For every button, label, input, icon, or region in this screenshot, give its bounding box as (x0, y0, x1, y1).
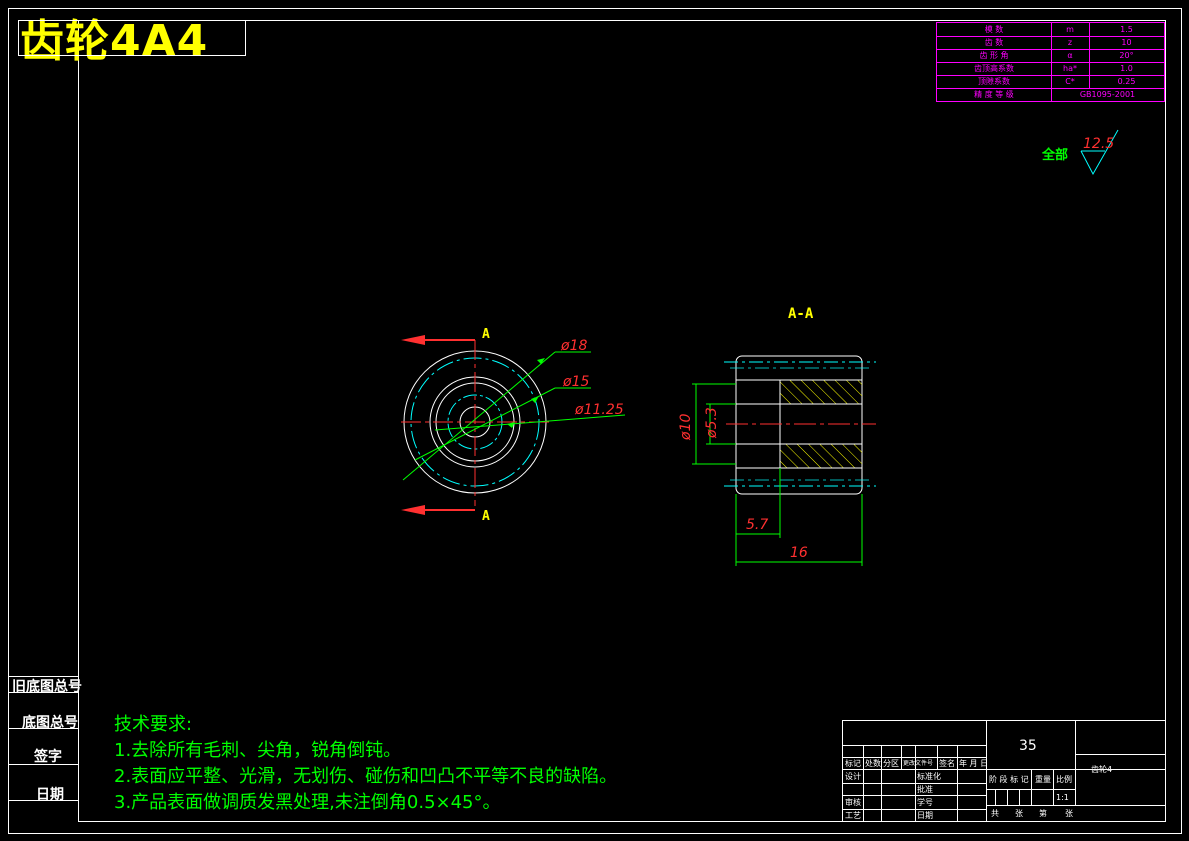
param-name: 齿 数 (984, 38, 1004, 47)
side-divider (8, 800, 78, 802)
rev-header: 处数 (865, 759, 881, 768)
role-label: 标准化 (917, 772, 941, 781)
side-divider (8, 692, 78, 711)
drawing-title: 齿轮4A4 (20, 16, 209, 67)
roughness-label: 全部 (1042, 148, 1069, 163)
section-view: ø10 ø5.3 5.7 16 (678, 355, 876, 566)
side-label-date: 日期 (36, 787, 64, 803)
drawing-border (8, 8, 1182, 834)
stage-header: 阶 段 标 记 (989, 775, 1029, 784)
tech-item: 3.产品表面做调质发黑处理,未注倒角0.5×45°。 (114, 792, 501, 813)
section-letter-top: A (482, 327, 490, 342)
param-name: 齿顶高系数 (974, 64, 1014, 73)
side-label-old-drawing-no: 旧底图总号 (12, 679, 82, 695)
param-value: 0.25 (1117, 77, 1136, 86)
dim-root-diameter: ø11.25 (574, 402, 624, 418)
stage-header: 比例 (1056, 775, 1072, 784)
scale-value: 1:1 (1056, 793, 1069, 802)
sheet-info: 张 (1065, 809, 1073, 818)
param-value: 1.0 (1120, 64, 1133, 73)
param-name: 模 数 (984, 25, 1004, 34)
param-value: 20° (1119, 51, 1134, 60)
param-symbol: m (1066, 25, 1074, 34)
param-name: 齿 形 角 (979, 51, 1009, 60)
sheet-info: 张 (1015, 809, 1023, 818)
dim-pitch-diameter: ø15 (562, 374, 589, 390)
side-label-signature: 签字 (34, 749, 62, 765)
role-label: 日期 (917, 811, 933, 820)
roughness-value: 12.5 (1083, 136, 1114, 152)
dim-section-outer: ø10 (678, 414, 694, 441)
param-name: 精 度 等 级 (974, 90, 1014, 99)
side-label-drawing-no: 底图总号 (22, 715, 78, 731)
rev-header: 分区 (883, 759, 899, 768)
param-value: 1.5 (1120, 25, 1133, 34)
rev-header: 标记 (845, 759, 861, 768)
param-symbol: z (1067, 38, 1073, 47)
tech-item: 1.去除所有毛刺、尖角，锐角倒钝。 (114, 740, 402, 761)
param-name: 顶隙系数 (978, 77, 1010, 86)
dim-outer-diameter: ø18 (560, 338, 587, 354)
section-letter-bottom: A (482, 509, 490, 524)
param-symbol: C* (1065, 77, 1075, 86)
param-symbol: ha* (1063, 64, 1077, 73)
tech-item: 2.表面应平整、光滑，无划伤、碰伤和凹凸不平等不良的缺陷。 (114, 766, 618, 787)
role-label: 批准 (917, 785, 933, 794)
sheet-info: 第 (1039, 809, 1047, 818)
rev-header: 签名 (939, 759, 955, 768)
sheet-info: 共 (991, 809, 999, 818)
dim-section-width-small: 5.7 (746, 517, 768, 533)
part-number: 35 (1019, 738, 1037, 754)
side-label-strip (8, 676, 78, 821)
title-block: 35 齿轮4 标记 处数 分区 更改文件号 签名 年 月 日 设计 审核 工艺 … (842, 720, 1166, 822)
part-name: 齿轮4 (1091, 765, 1113, 774)
side-divider (8, 728, 78, 745)
tech-heading: 技术要求: (114, 714, 193, 735)
param-symbol: α (1067, 51, 1073, 60)
dim-section-bore: ø5.3 (704, 407, 720, 439)
side-divider (8, 764, 78, 781)
rev-header: 年 月 日 (959, 759, 989, 768)
front-view: A A ø18 ø15 ø11.25 (401, 327, 626, 524)
rev-header: 更改文件号 (903, 760, 934, 767)
stage-header: 重量 (1035, 775, 1051, 784)
title-box (18, 20, 246, 56)
role-label: 设计 (845, 772, 861, 781)
roughness-symbol: 12.5 (1080, 129, 1119, 176)
section-view-label: A-A (788, 306, 814, 322)
param-value: 10 (1121, 38, 1132, 47)
role-label: 工艺 (845, 811, 861, 820)
param-value: GB1095-2001 (1079, 90, 1136, 99)
role-label: 审核 (845, 798, 861, 807)
role-label: 学号 (917, 798, 933, 807)
drawing-frame (78, 20, 1166, 822)
gear-parameter-table: 模 数 m 1.5 齿 数 z 10 齿 形 角 α 20° 齿顶高系数 ha*… (936, 22, 1165, 102)
dim-section-width-total: 16 (790, 545, 808, 561)
